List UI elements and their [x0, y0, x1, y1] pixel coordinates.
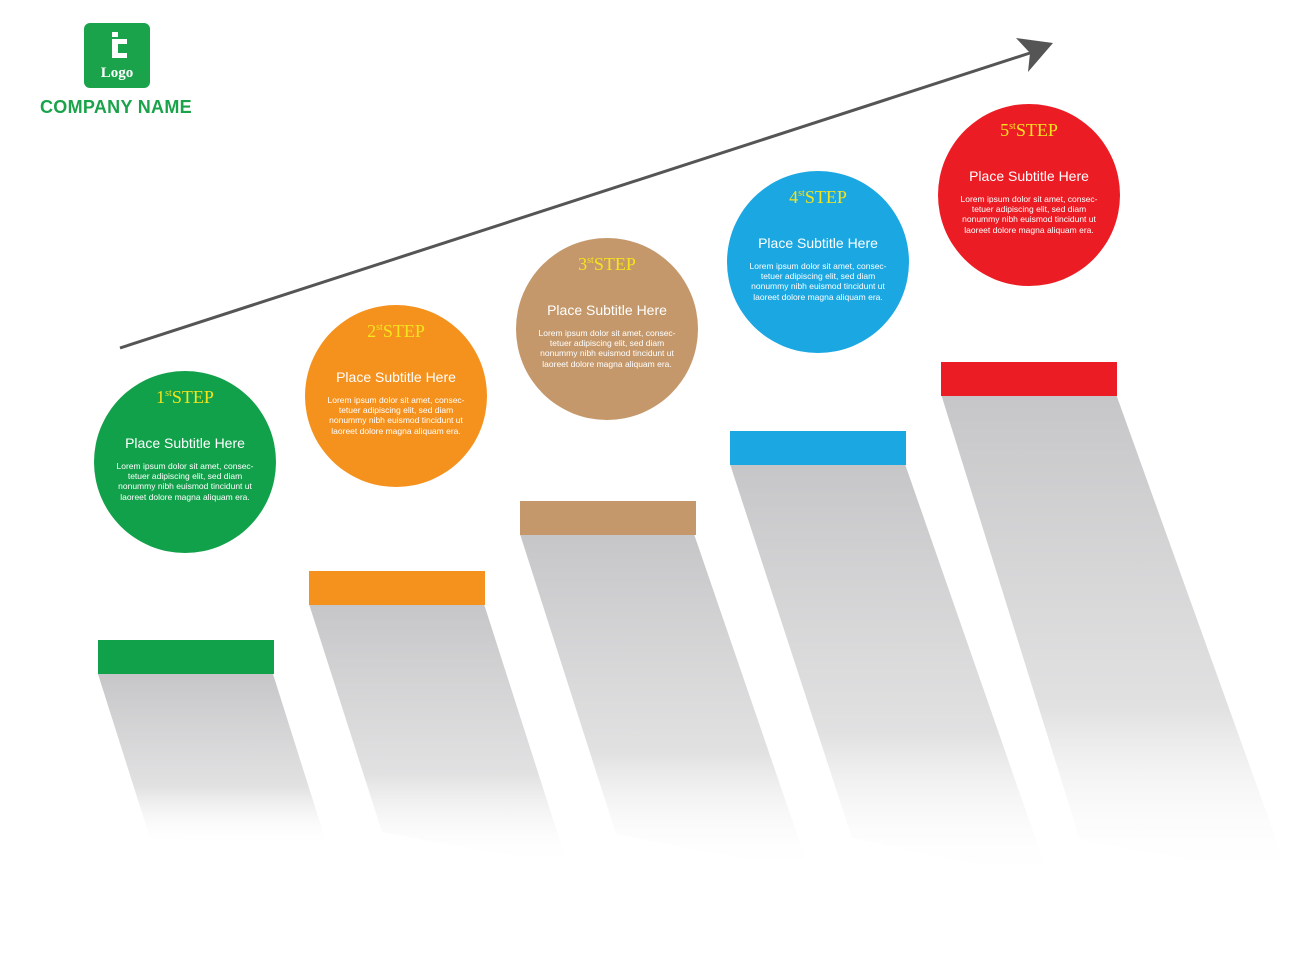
- step-body-text: Lorem ipsum dolor sit amet, consec-tetue…: [116, 461, 254, 502]
- step-4-bar: [730, 431, 906, 465]
- company-name: COMPANY NAME: [40, 97, 192, 117]
- step-5-shadow: [941, 394, 1290, 878]
- step-body-text: Lorem ipsum dolor sit amet, consec-tetue…: [538, 328, 676, 369]
- step-3-circle: 3stSTEP Place Subtitle Here Lorem ipsum …: [516, 238, 698, 420]
- step-body-text: Lorem ipsum dolor sit amet, consec-tetue…: [960, 194, 1098, 235]
- step-subtitle: Place Subtitle Here: [547, 302, 667, 318]
- step-1-bar: [98, 640, 274, 674]
- step-1-shadow: [98, 674, 328, 848]
- step-5-bar: [941, 362, 1117, 396]
- step-subtitle: Place Subtitle Here: [969, 168, 1089, 184]
- step-4-circle: 4stSTEP Place Subtitle Here Lorem ipsum …: [727, 171, 909, 353]
- step-subtitle: Place Subtitle Here: [758, 235, 878, 251]
- step-4-shadow: [730, 464, 1050, 880]
- step-5-circle: 5stSTEP Place Subtitle Here Lorem ipsum …: [938, 104, 1120, 286]
- step-2-circle: 2stSTEP Place Subtitle Here Lorem ipsum …: [305, 305, 487, 487]
- company-logo: Logo: [84, 23, 150, 88]
- step-3-bar: [520, 501, 696, 535]
- logo-i-icon: [112, 32, 127, 58]
- step-subtitle: Place Subtitle Here: [125, 435, 245, 451]
- step-title: 5stSTEP: [1000, 120, 1058, 140]
- step-2-shadow: [309, 604, 568, 866]
- step-title: 2stSTEP: [367, 321, 425, 341]
- step-3-shadow: [520, 534, 810, 872]
- step-2-bar: [309, 571, 485, 605]
- logo-text: Logo: [100, 65, 134, 81]
- step-1-circle: 1stSTEP Place Subtitle Here Lorem ipsum …: [94, 371, 276, 553]
- step-title: 4stSTEP: [789, 187, 847, 207]
- step-subtitle: Place Subtitle Here: [336, 369, 456, 385]
- step-body-text: Lorem ipsum dolor sit amet, consec-tetue…: [749, 261, 887, 302]
- step-title: 3stSTEP: [578, 254, 636, 274]
- step-title: 1stSTEP: [156, 387, 214, 407]
- step-body-text: Lorem ipsum dolor sit amet, consec-tetue…: [327, 395, 465, 436]
